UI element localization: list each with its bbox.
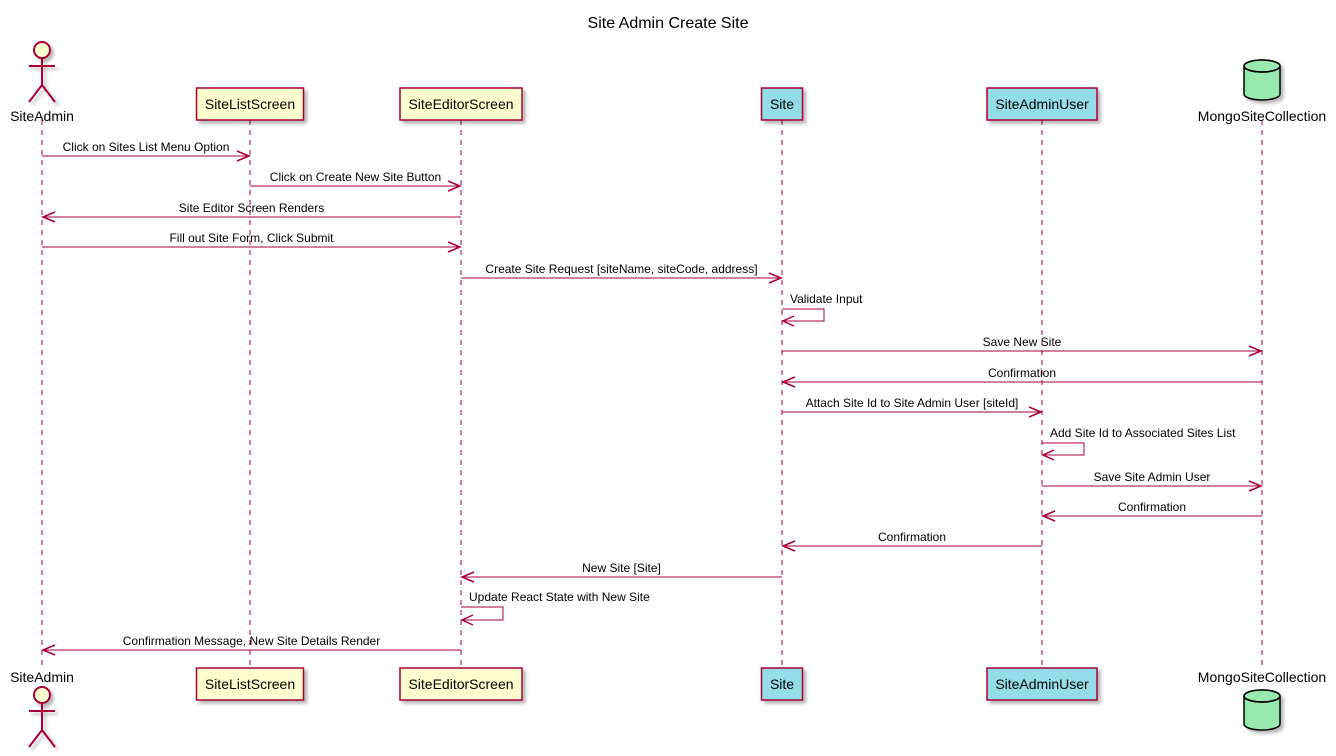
participant-label: SiteAdminUser [995, 96, 1089, 112]
database-label: MongoSiteCollection [1198, 108, 1326, 124]
message-label: Confirmation [1118, 500, 1186, 514]
participant-box [986, 87, 1098, 121]
actor-head [33, 41, 51, 59]
message-label: Update React State with New Site [469, 590, 650, 604]
arrow-head [1041, 449, 1055, 461]
message-label: Validate Input [790, 292, 863, 306]
participant-box [399, 87, 523, 121]
arrow-head [236, 150, 251, 162]
self-message-line [1042, 442, 1085, 456]
participant-siteeditorscreen-bottom: SiteEditorScreen [399, 667, 523, 701]
participant-label: Site [770, 96, 794, 112]
message-9: Attach Site Id to Site Admin User [siteI… [782, 396, 1043, 418]
message-6: Validate Input [781, 292, 863, 327]
message-label: Save New Site [983, 335, 1062, 349]
participant-site-top: Site [760, 87, 804, 121]
participant-label: SiteEditorScreen [408, 676, 513, 692]
message-1: Click on Sites List Menu Option [42, 140, 251, 162]
message-13: Confirmation [781, 530, 1042, 552]
message-5: Create Site Request [siteName, siteCode,… [461, 262, 783, 284]
message-4: Fill out Site Form, Click Submit [42, 231, 462, 253]
arrow-head [1248, 480, 1263, 492]
message-14: New Site [Site] [460, 561, 782, 583]
participant-sitelistscreen-bottom: SiteListScreen [195, 667, 305, 701]
participant-label: SiteAdminUser [995, 676, 1089, 692]
participant-label: Site [770, 676, 794, 692]
participant-site-bottom: Site [760, 667, 804, 701]
arrow-head [447, 241, 462, 253]
participant-siteeditorscreen-top: SiteEditorScreen [399, 87, 523, 121]
message-label: Site Editor Screen Renders [179, 201, 324, 215]
message-3: Site Editor Screen Renders [41, 201, 461, 223]
arrow-head [781, 376, 796, 388]
actor-head [33, 686, 51, 704]
message-2: Click on Create New Site Button [250, 170, 462, 192]
participant-mongositecollection-bottom: MongoSiteCollection [1198, 669, 1326, 731]
actor-body [28, 703, 56, 748]
message-label: Confirmation [878, 530, 946, 544]
participant-label: SiteListScreen [205, 676, 295, 692]
message-12: Confirmation [1041, 500, 1262, 522]
participant-siteadminuser-top: SiteAdminUser [986, 87, 1098, 121]
message-label: Add Site Id to Associated Sites List [1050, 426, 1236, 440]
message-15: Update React State with New Site [460, 590, 650, 626]
participant-label: SiteEditorScreen [408, 96, 513, 112]
message-label: Click on Create New Site Button [270, 170, 441, 184]
diagram-title: Site Admin Create Site [588, 15, 749, 32]
message-label: Click on Sites List Menu Option [63, 140, 230, 154]
message-label: Save Site Admin User [1094, 470, 1211, 484]
arrow-head [41, 644, 56, 656]
message-label: Fill out Site Form, Click Submit [169, 231, 334, 245]
arrow-head [460, 614, 474, 626]
participant-box [760, 87, 804, 121]
arrow-head [460, 571, 475, 583]
actor-label: SiteAdmin [10, 108, 74, 124]
message-label: Attach Site Id to Site Admin User [siteI… [806, 396, 1019, 410]
lifelines [41, 120, 1263, 668]
message-label: New Site [Site] [582, 561, 661, 575]
participant-box [760, 667, 804, 701]
participant-sitelistscreen-top: SiteListScreen [195, 87, 305, 121]
actor-label: SiteAdmin [10, 669, 74, 685]
actor-body [28, 58, 56, 103]
arrow-head [768, 272, 783, 284]
participant-box [195, 87, 305, 121]
participant-box [399, 667, 523, 701]
arrow-head [1028, 406, 1043, 418]
database-rim [1243, 695, 1281, 703]
arrow-head [41, 211, 56, 223]
database-rim [1243, 65, 1281, 73]
participant-box [195, 667, 305, 701]
database-label: MongoSiteCollection [1198, 669, 1326, 685]
participant-mongositecollection-top: MongoSiteCollection [1198, 59, 1326, 124]
self-message-line [782, 308, 825, 322]
message-16: Confirmation Message, New Site Details R… [41, 634, 461, 656]
message-7: Save New Site [782, 335, 1263, 357]
self-message-line [461, 606, 504, 621]
arrow-head [1248, 345, 1263, 357]
arrow-head [447, 180, 462, 192]
arrow-head [1041, 510, 1056, 522]
message-10: Add Site Id to Associated Sites List [1041, 426, 1236, 461]
participant-siteadmin-bottom: SiteAdmin [10, 669, 74, 748]
message-label: Confirmation [988, 366, 1056, 380]
message-8: Confirmation [781, 366, 1262, 388]
message-label: Confirmation Message, New Site Details R… [123, 634, 380, 648]
participant-label: SiteListScreen [205, 96, 295, 112]
participant-siteadminuser-bottom: SiteAdminUser [986, 667, 1098, 701]
message-label: Create Site Request [siteName, siteCode,… [485, 262, 757, 276]
participant-box [986, 667, 1098, 701]
participant-siteadmin-top: SiteAdmin [10, 41, 74, 124]
participants: SiteAdminSiteAdminSiteListScreenSiteList… [10, 41, 1326, 748]
arrow-head [781, 315, 795, 327]
arrow-head [781, 540, 796, 552]
message-11: Save Site Admin User [1042, 470, 1263, 492]
